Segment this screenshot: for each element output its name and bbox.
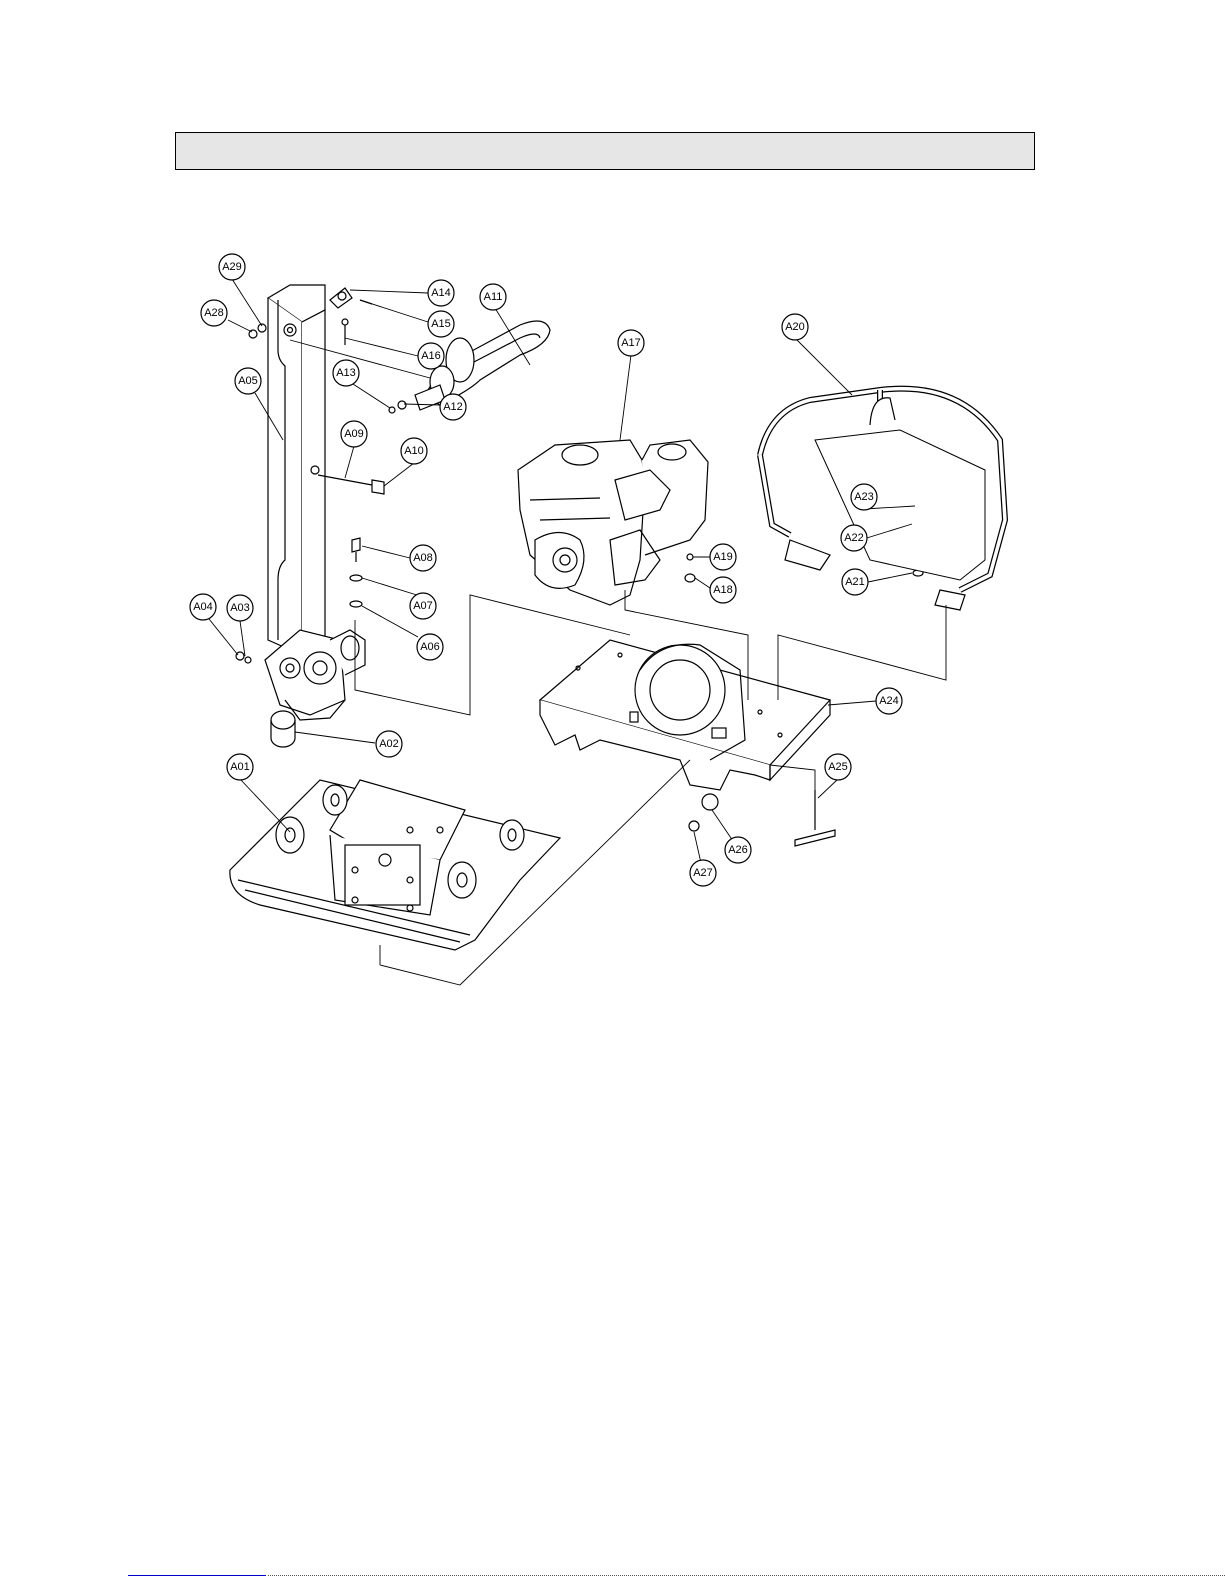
svg-text:A20: A20 [785,321,805,333]
callout-a15: A15 [428,311,454,337]
upper-plate [540,640,830,790]
svg-text:A06: A06 [420,641,440,653]
callout-a17: A17 [618,330,644,356]
callout-a23: A23 [851,484,877,510]
callout-a06: A06 [417,634,443,660]
guard-frame [760,389,1005,610]
svg-text:A05: A05 [238,375,258,387]
callout-a11: A11 [480,284,506,310]
svg-text:A25: A25 [828,761,848,773]
svg-text:A23: A23 [854,491,874,503]
svg-text:A16: A16 [421,350,441,362]
callout-a29: A29 [219,254,245,280]
callout-a24: A24 [876,688,902,714]
svg-text:A22: A22 [844,532,864,544]
svg-text:A08: A08 [413,552,433,564]
svg-text:A18: A18 [713,584,733,596]
callout-a13: A13 [333,360,359,386]
svg-text:A10: A10 [404,445,424,457]
callout-a16: A16 [418,343,444,369]
callout-a18: A18 [710,577,736,603]
base-plate [230,780,560,950]
svg-text:A26: A26 [728,844,748,856]
svg-text:A21: A21 [845,576,865,588]
handle-column [265,285,365,747]
svg-text:A19: A19 [713,551,733,563]
svg-text:A04: A04 [193,601,213,613]
svg-text:A12: A12 [443,401,463,413]
callout-a28: A28 [201,300,227,326]
svg-text:A09: A09 [344,428,364,440]
svg-text:A15: A15 [431,318,451,330]
callout-a05: A05 [235,368,261,394]
callout-a02: A02 [376,731,402,757]
svg-text:A11: A11 [484,291,503,303]
callout-a12: A12 [440,394,466,420]
callout-a03: A03 [227,595,253,621]
engine [518,440,708,605]
svg-text:A01: A01 [230,761,250,773]
svg-text:A28: A28 [204,307,224,319]
svg-text:A29: A29 [222,261,242,273]
svg-text:A27: A27 [693,867,713,879]
svg-text:A13: A13 [336,367,356,379]
callout-a27: A27 [690,860,716,886]
callout-a01: A01 [227,754,253,780]
callout-a22: A22 [841,525,867,551]
svg-text:A07: A07 [413,600,433,612]
callout-a20: A20 [782,314,808,340]
callout-a26: A26 [725,837,751,863]
svg-text:A14: A14 [431,287,451,299]
callout-a08: A08 [410,545,436,571]
callout-a09: A09 [341,421,367,447]
callout-a21: A21 [842,569,868,595]
callout-a04: A04 [190,594,216,620]
svg-text:A03: A03 [230,602,250,614]
callout-a07: A07 [410,593,436,619]
footer-link-line [128,1575,266,1576]
callout-a25: A25 [825,754,851,780]
svg-text:A17: A17 [621,337,641,349]
footer-rule [268,1575,1225,1576]
svg-text:A24: A24 [879,695,899,707]
callout-a14: A14 [428,280,454,306]
callout-a10: A10 [401,438,427,464]
svg-text:A02: A02 [379,738,399,750]
callout-a19: A19 [710,544,736,570]
